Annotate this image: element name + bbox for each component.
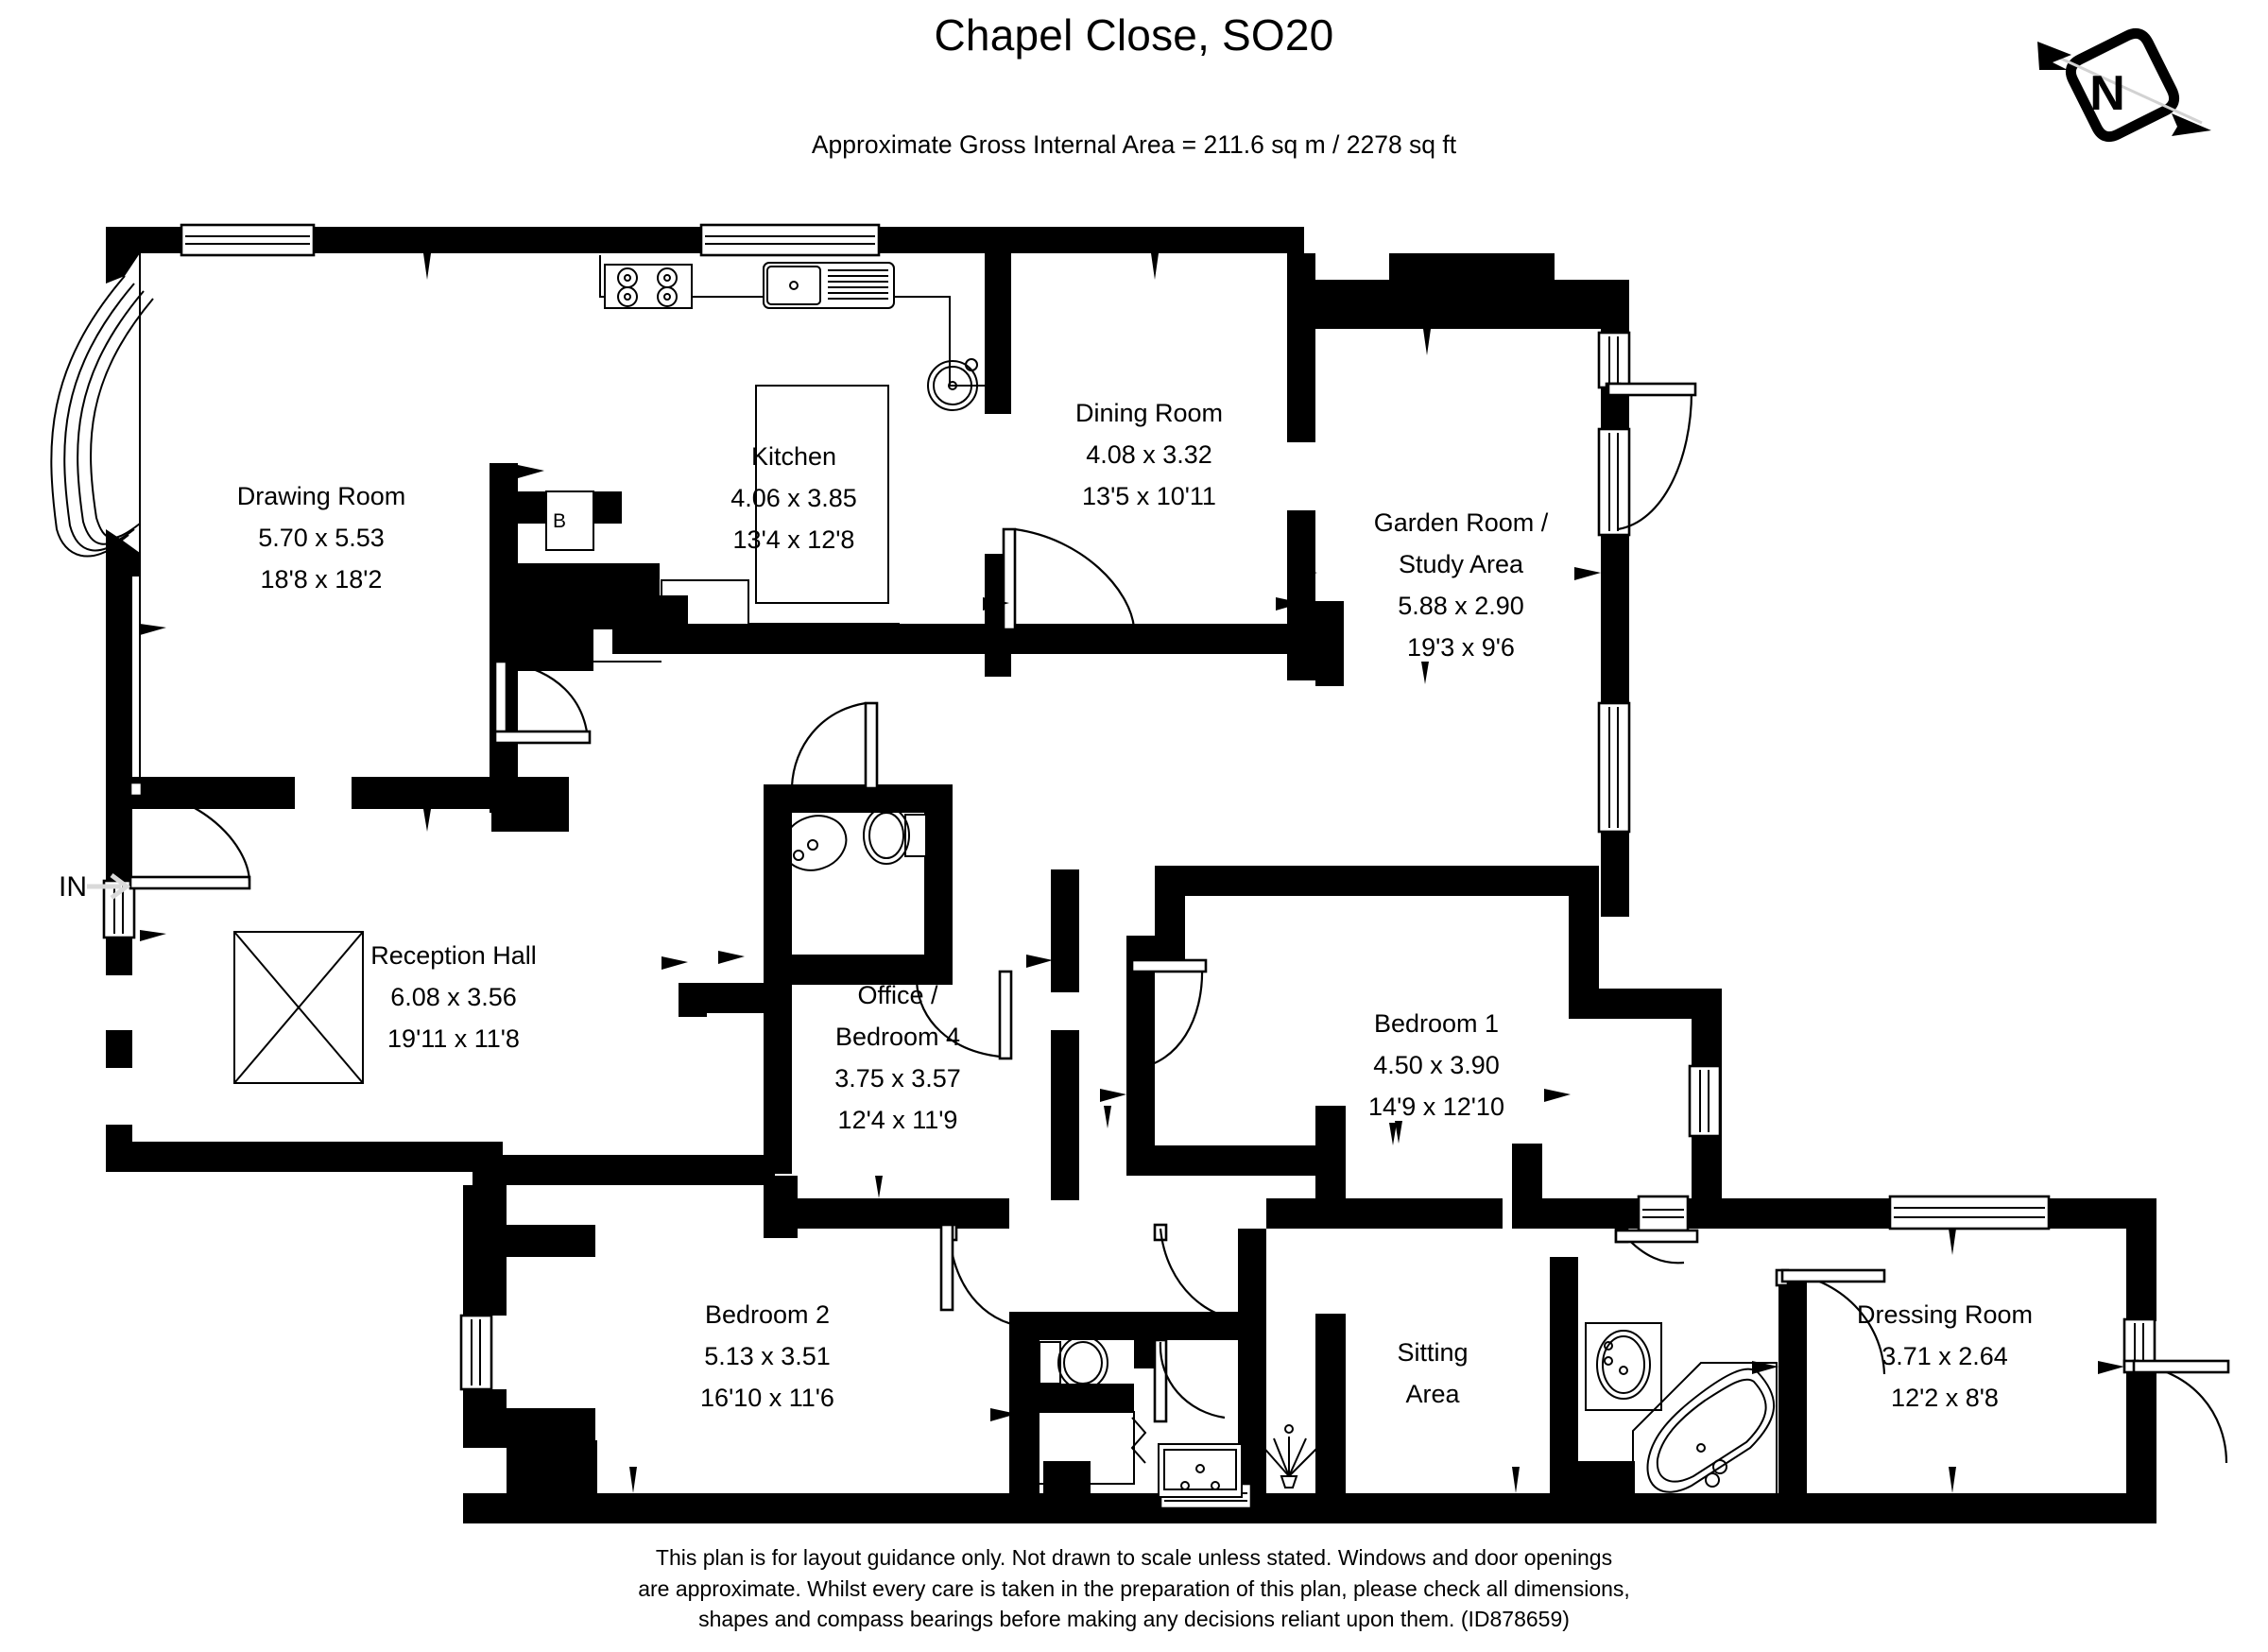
footer-line-3: shapes and compass bearings before makin…	[698, 1607, 1570, 1632]
window	[2122, 1317, 2156, 1367]
label-bedroom-1: Bedroom 1	[1374, 1009, 1499, 1038]
north-compass: N	[1996, 21, 2242, 181]
label-reception-hall: Reception Hall	[370, 941, 537, 970]
kitchen-fittings	[529, 255, 985, 663]
opening-tick-markers	[140, 253, 2124, 1493]
dim-dressing-imp: 12'2 x 8'8	[1891, 1384, 1999, 1412]
label-garden-room-2: Study Area	[1399, 550, 1524, 578]
room-labels-layer: Drawing Room 5.70 x 5.53 18'8 x 18'2 Kit…	[59, 399, 2033, 1412]
door	[493, 660, 508, 739]
dim-garden-imp: 19'3 x 9'6	[1407, 633, 1515, 662]
door	[998, 970, 1013, 1060]
label-sitting-area-1: Sitting	[1397, 1338, 1468, 1367]
dim-bedroom-2-metric: 5.13 x 3.51	[704, 1342, 831, 1370]
window	[1597, 427, 1631, 537]
boiler-label: B	[553, 510, 566, 532]
dim-reception-imp: 19'11 x 11'8	[387, 1024, 520, 1053]
toilet-icon	[1057, 1335, 1108, 1390]
shower-icon	[1260, 1424, 1320, 1489]
compass-north-label: N	[2089, 66, 2125, 121]
door	[1153, 1338, 1168, 1423]
label-bedroom-2: Bedroom 2	[705, 1300, 830, 1329]
page-title: Chapel Close, SO20	[934, 10, 1334, 60]
compass-arrow-icon	[2037, 42, 2211, 136]
label-dressing-room: Dressing Room	[1857, 1300, 2033, 1329]
footer-disclaimer: This plan is for layout guidance only. N…	[0, 1542, 2268, 1635]
label-office-1: Office /	[857, 981, 938, 1009]
label-office-2: Bedroom 4	[835, 1023, 960, 1051]
dim-kitchen-imp: 13'4 x 12'8	[733, 525, 855, 554]
reception-hall-void-marker	[233, 931, 364, 1084]
dim-drawing-room-metric: 5.70 x 5.53	[258, 524, 385, 552]
dim-kitchen-metric: 4.06 x 3.85	[730, 484, 857, 512]
dim-garden-metric: 5.88 x 2.90	[1398, 592, 1524, 620]
entrance-in-marker	[87, 873, 131, 900]
compass-rounded-square-icon	[2065, 27, 2180, 143]
gross-internal-area-text: Approximate Gross Internal Area = 211.6 …	[811, 130, 1457, 159]
window	[699, 223, 881, 257]
dim-office-imp: 12'4 x 11'9	[838, 1106, 958, 1134]
window	[459, 1314, 493, 1391]
label-garden-room-1: Garden Room /	[1374, 508, 1549, 537]
bathroom-fittings	[782, 806, 1778, 1500]
toilet-icon	[863, 806, 910, 865]
kitchen-island	[755, 385, 889, 604]
dim-drawing-room-imp: 18'8 x 18'2	[261, 565, 383, 594]
dim-bedroom-1-imp: 14'9 x 12'10	[1368, 1093, 1504, 1121]
entrance-in-label: IN	[59, 871, 87, 903]
label-kitchen: Kitchen	[751, 442, 836, 471]
dim-bedroom-2-imp: 16'10 x 11'6	[700, 1384, 834, 1412]
round-basin-icon	[927, 360, 978, 411]
window	[1888, 1195, 2051, 1230]
door	[1002, 527, 1017, 631]
window	[1597, 331, 1631, 389]
label-dining-room: Dining Room	[1075, 399, 1223, 427]
hob-icon	[604, 264, 693, 309]
label-drawing-room: Drawing Room	[237, 482, 406, 510]
dim-dressing-metric: 3.71 x 2.64	[1881, 1342, 2008, 1370]
dim-reception-metric: 6.08 x 3.56	[390, 983, 517, 1011]
bathtub-icon	[1632, 1362, 1778, 1500]
walls-layer	[106, 227, 2156, 1523]
window	[1688, 1064, 1722, 1138]
doors-layer	[129, 382, 2230, 1464]
window	[1597, 701, 1631, 834]
dim-dining-metric: 4.08 x 3.32	[1086, 440, 1212, 469]
dim-dining-imp: 13'5 x 10'11	[1082, 482, 1216, 510]
dim-office-metric: 3.75 x 3.57	[834, 1064, 961, 1093]
footer-line-1: This plan is for layout guidance only. N…	[655, 1545, 1613, 1570]
dim-bedroom-1-metric: 4.50 x 3.90	[1373, 1051, 1500, 1079]
wc-cistern-icon	[904, 814, 927, 857]
boiler-cupboard	[545, 490, 594, 551]
window	[180, 223, 316, 257]
window	[1637, 1195, 1690, 1232]
windows-layer	[102, 223, 2156, 1510]
bay-window	[50, 253, 154, 794]
label-sitting-area-2: Area	[1405, 1380, 1460, 1408]
entrance-door	[129, 875, 251, 890]
wc-basin-icon	[782, 815, 848, 871]
door	[864, 701, 879, 790]
footer-line-2: are approximate. Whilst every care is ta…	[638, 1575, 1630, 1601]
